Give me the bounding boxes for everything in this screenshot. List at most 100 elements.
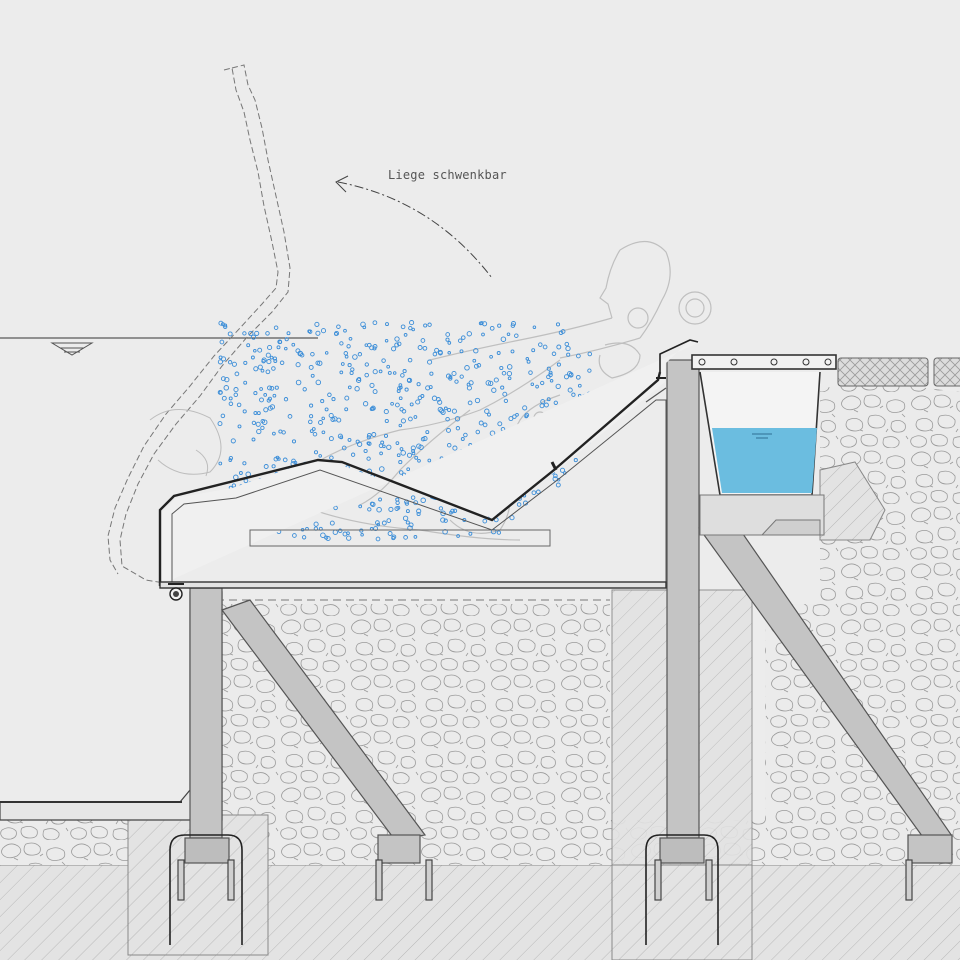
bubble [263,464,269,469]
bubble [308,364,314,370]
bubble [392,371,397,375]
bubble [349,370,354,376]
bubble [320,399,325,404]
bubble [369,345,375,351]
bubble [372,389,378,395]
bubble [217,359,223,365]
bubble [364,362,369,367]
bubble [237,424,242,429]
bubble [331,397,336,402]
bubble [395,441,400,445]
bubble [251,420,257,426]
bubble [454,416,461,422]
bubble [406,452,413,458]
bubble [341,445,347,451]
bubble [364,372,369,378]
bubble [334,330,340,336]
bubble [472,358,477,363]
bubble [371,432,377,437]
bubble [362,401,369,407]
bubble [522,405,528,411]
bubble [242,409,247,414]
bubble [328,412,334,419]
anchor-bolts [177,859,913,901]
bubble [228,396,233,401]
bubble [309,403,314,408]
bubble [390,401,394,406]
bubble [274,385,279,390]
bubble [417,345,423,350]
bubble [445,332,451,337]
bubble [445,337,450,342]
bubble [446,427,451,433]
bubble [291,342,296,347]
bubble [502,391,508,397]
bubble [219,339,225,345]
bubble [221,395,227,401]
bubble [346,344,351,349]
bubble [553,400,558,405]
bubble [278,429,283,434]
bubble [333,505,338,511]
bubble [546,374,551,380]
bubble [347,385,352,390]
bubble [339,435,344,440]
bubble [431,395,438,401]
bubble [378,369,383,374]
bubble [260,368,265,373]
bubble [445,416,450,422]
bubble [391,536,396,541]
bubble [437,406,443,413]
bubble [461,335,466,340]
bubble [556,344,562,350]
bubble [267,405,273,411]
bubble [456,534,460,538]
left-brace [221,599,427,841]
bubble [460,437,465,441]
bubble [379,466,385,472]
bubble [257,364,263,370]
bubble [281,430,286,435]
bubble [337,528,343,534]
bubble [524,414,529,419]
bubble [396,505,401,510]
bubble [223,324,228,330]
bubble [538,342,543,347]
bubble [242,461,247,466]
bubble [464,365,470,371]
bubble [260,418,266,424]
bubble [531,348,536,353]
steel-frame [184,359,954,864]
bubble [397,386,402,391]
bubble [532,325,537,329]
bubble [364,343,369,347]
bubble [246,343,251,348]
bubble [449,510,453,515]
bubble [256,411,261,416]
bubble [482,321,488,327]
bubble [376,522,381,527]
bubble [302,387,307,392]
bubble [507,376,512,381]
bubble [429,371,434,376]
bubble [366,432,372,438]
bubble [452,508,458,513]
bubble [565,345,571,352]
bubble [499,365,504,371]
bubble [445,373,452,379]
bubble [526,359,531,364]
bubble [383,409,389,415]
bubble [344,395,350,401]
bubble [399,447,404,451]
bubble [491,387,497,393]
bubble [282,457,288,463]
bubble [478,420,484,426]
bubble [358,504,363,509]
bubble [496,530,502,535]
bubble [409,402,414,407]
bubble [230,438,236,444]
bubble [487,412,491,417]
bubble [476,363,482,368]
bubble [320,532,326,538]
bubble [551,351,557,357]
